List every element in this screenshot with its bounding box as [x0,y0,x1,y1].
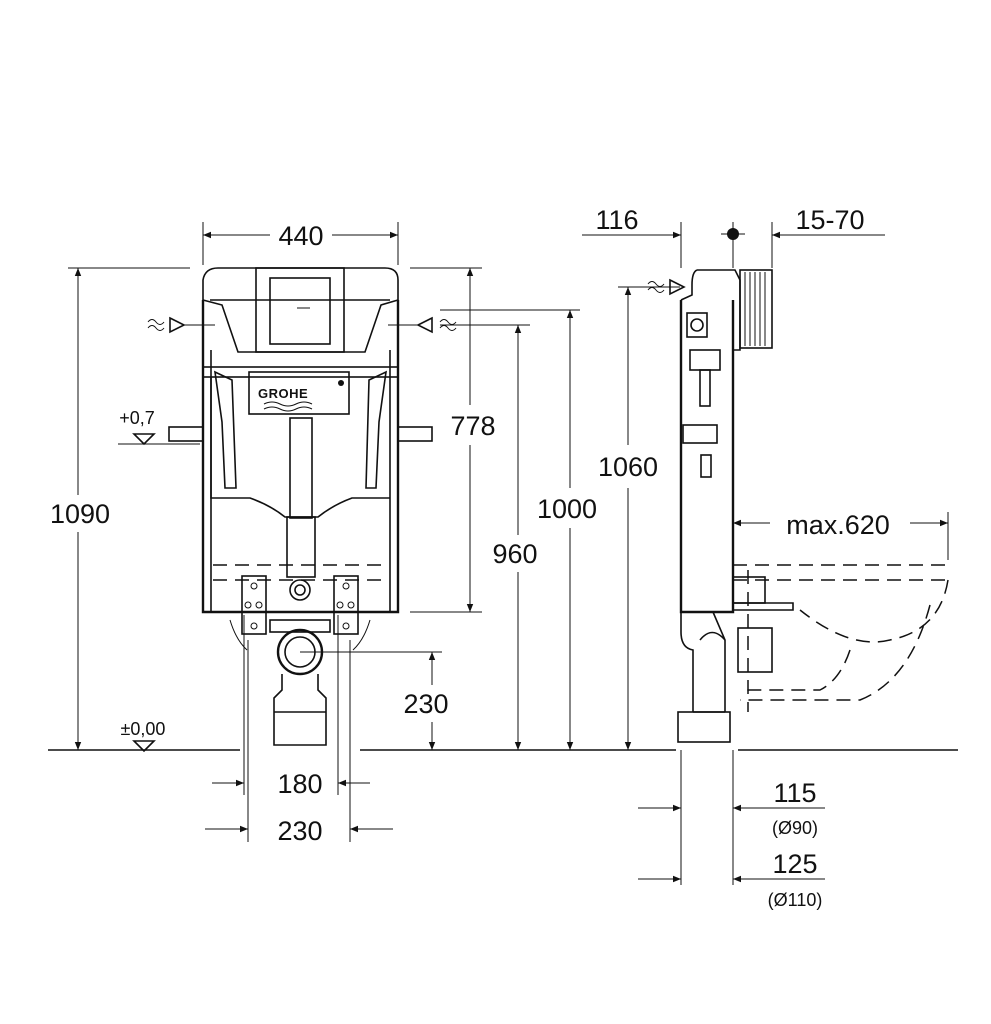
level-upper-label: +0,7 [119,408,155,428]
plate-offset-label: 15-70 [795,205,864,235]
outlet-90-depth-label: 115 [773,778,816,808]
cistern-height-label: 778 [450,411,495,441]
side-view-frame [677,269,949,743]
outlet-90-diameter-label: (Ø90) [772,818,818,838]
front-view-frame [168,267,433,746]
water-inlet-right-icon [388,316,457,334]
outlet-110-depth-label: 125 [772,849,817,879]
total-height-label: 1090 [50,499,110,529]
bowl-projection-label: max.620 [786,510,890,540]
foot-spacing-inner-label: 180 [277,769,322,799]
flush-plate-axis-icon [721,222,745,268]
water-inlet-left-icon [147,316,215,334]
outlet-height-label: 230 [403,689,448,719]
height-1000-label: 1000 [537,494,597,524]
svg-text:GROHE: GROHE [258,386,308,401]
inlet-height-label: 1060 [598,452,658,482]
dimensions-front [68,222,580,842]
depth-label: 116 [595,205,638,235]
level-floor-label: ±0,00 [121,719,166,739]
foot-spacing-outer-label: 230 [277,816,322,846]
width-label: 440 [278,221,323,251]
grohe-logo: GROHE [258,380,344,412]
height-960-label: 960 [492,539,537,569]
dimensions-side [582,222,949,885]
outlet-110-diameter-label: (Ø110) [768,890,823,910]
